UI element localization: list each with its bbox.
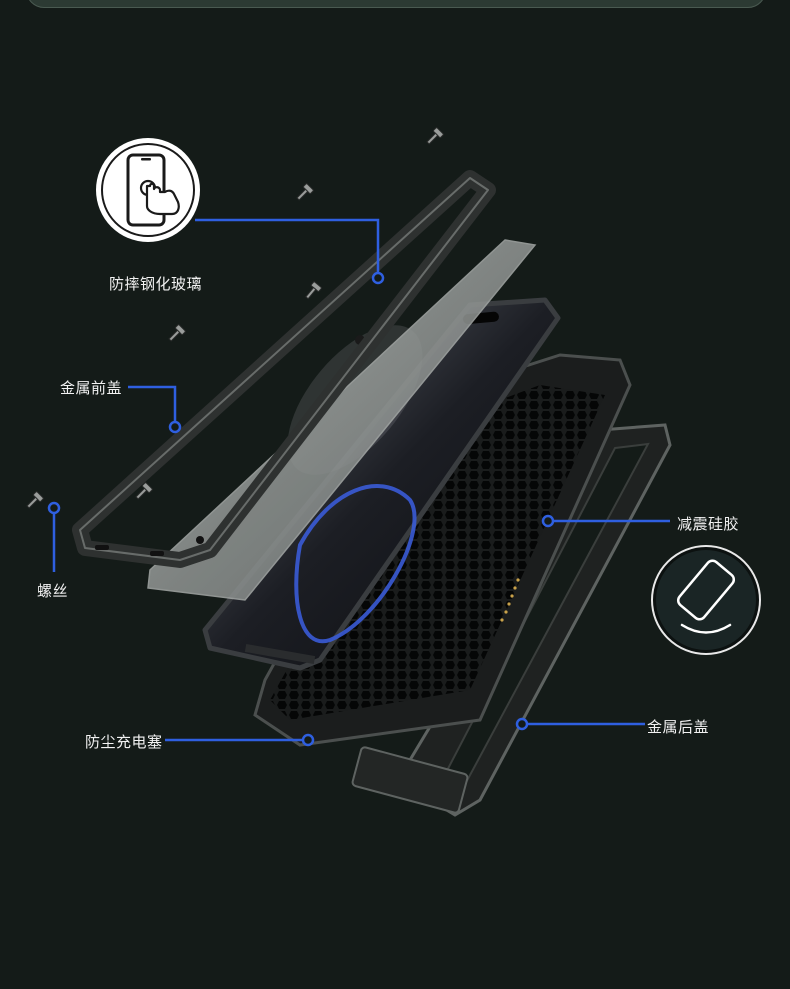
label-dust-plug: 防尘充电塞	[85, 733, 163, 751]
callout-dots	[47, 271, 555, 747]
label-shock-silicone: 减震硅胶	[677, 515, 740, 533]
label-screws: 螺丝	[37, 582, 69, 600]
label-tempered-glass: 防摔钢化玻璃	[109, 275, 203, 293]
screws	[26, 127, 444, 509]
phone-touch-icon	[96, 138, 200, 242]
metal-front-cover	[72, 170, 496, 568]
shock-absorb-icon	[651, 545, 761, 655]
label-metal-front-cover: 金属前盖	[60, 379, 123, 397]
callout-lines	[52, 218, 670, 742]
label-metal-back-cover: 金属后盖	[647, 718, 710, 736]
